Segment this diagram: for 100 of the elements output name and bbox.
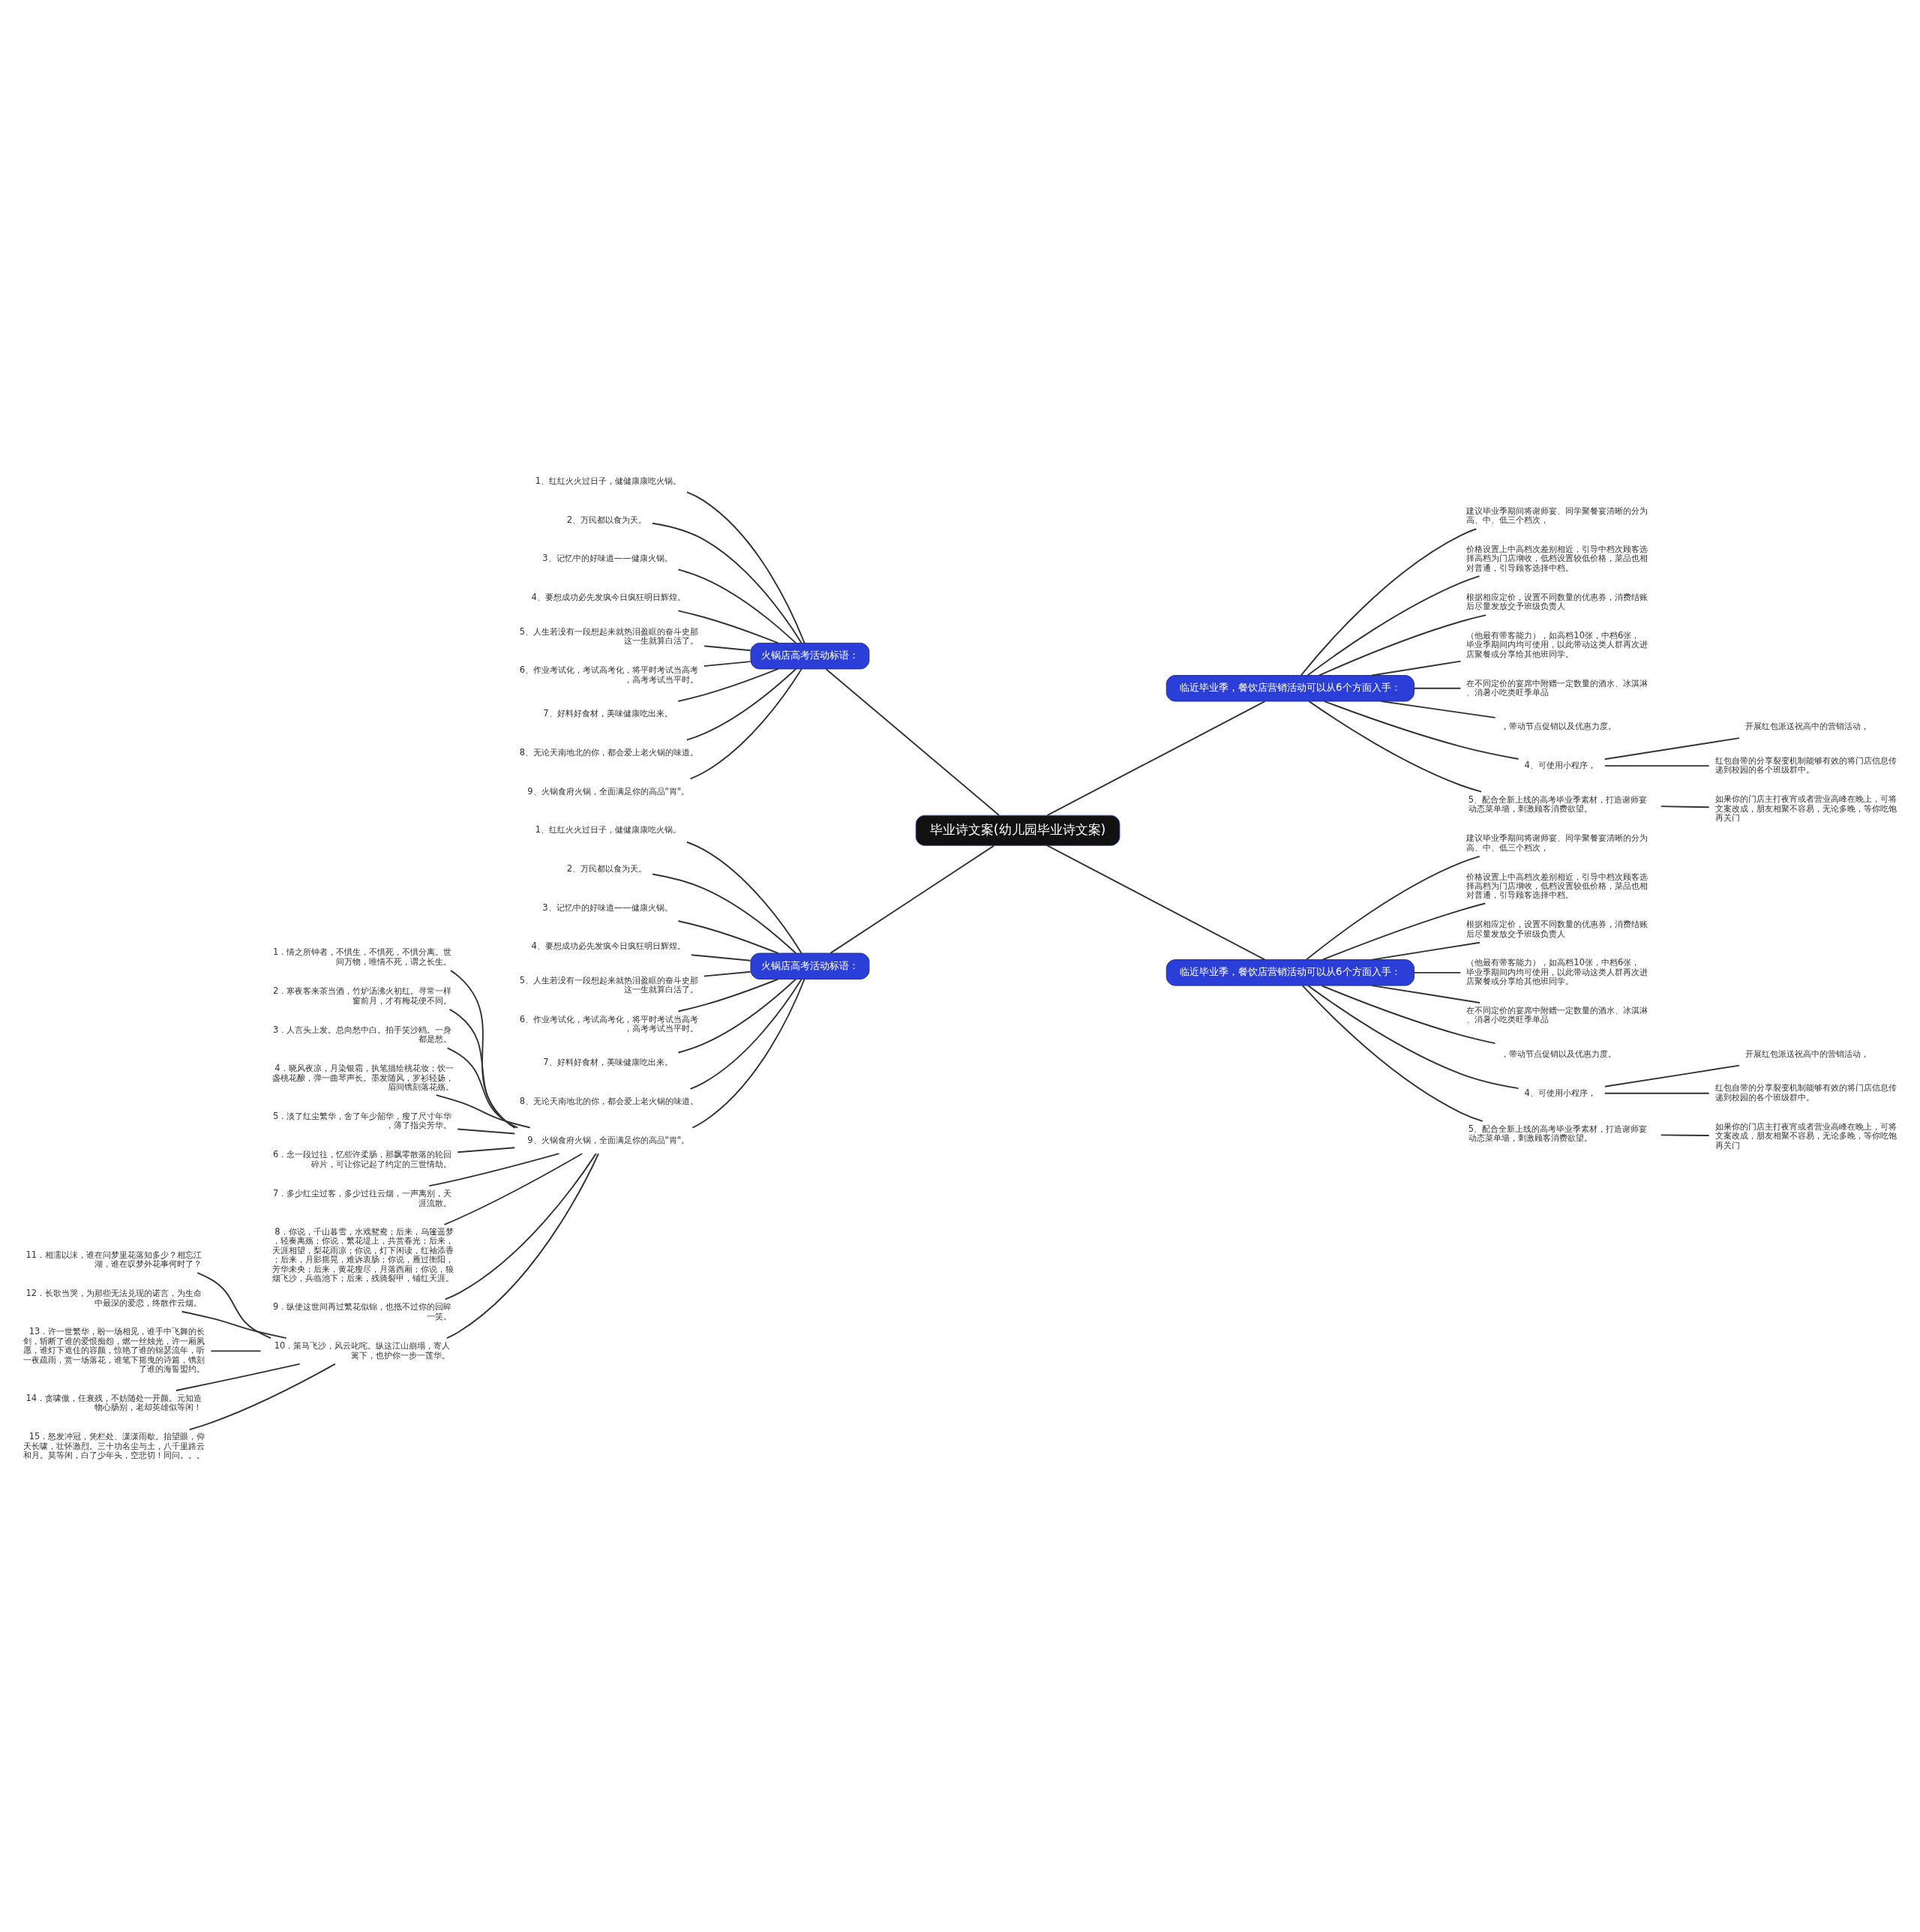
connector <box>1046 844 1266 961</box>
node-text: 15．怒发冲冠，凭栏处、潇潇雨歇。抬望眼，仰天长啸，壮怀激烈。三十功名尘与土，八千里路云和月。莫等闲，白了少年头，空悲切！同问。。。 <box>23 1431 206 1461</box>
connector <box>457 1128 516 1135</box>
node-text: 2、万民都以食为天。 <box>566 862 647 874</box>
node-text: 3、记忆中的好味道——健康火锅。 <box>542 553 673 564</box>
connector <box>830 844 995 954</box>
node-text: ，带动节点促销以及优惠力度。 <box>1501 721 1617 732</box>
connector <box>652 873 797 954</box>
connector <box>677 920 779 954</box>
node-text: 4、可使用小程序， <box>1524 1087 1596 1098</box>
node-text: 1、红红火火过日子，健健康康吃火锅。 <box>535 824 682 836</box>
node-text: 1、红红火火过日子，健健康康吃火锅。 <box>535 476 682 487</box>
connector <box>435 1094 531 1129</box>
node-text: 7、好料好食材，美味健康吃出来。 <box>543 1057 673 1068</box>
node-box: 临近毕业季，餐饮店营销活动可以从6个方面入手： <box>1166 675 1414 702</box>
connector <box>677 978 797 1054</box>
node-text: 根据相应定价，设置不同数量的优惠券，消费结账后尽量发放交予班级负责人 <box>1466 919 1648 939</box>
connector <box>1321 985 1496 1045</box>
connector <box>651 522 802 644</box>
node-text: 6、作业考试化，考试高考化，将平时考试当高考，高考考试当平时。 <box>519 664 699 685</box>
node-text: 在不同定价的宴席中附赠一定数量的酒水、冰淇淋、消暑小吃类旺季单品 <box>1466 677 1648 698</box>
node-text: 5、人生若没有一段想起来就热泪盈眶的奋斗史那这一生就算白活了。 <box>519 626 699 646</box>
connector <box>1323 700 1520 760</box>
connector <box>703 970 752 977</box>
connector <box>690 954 752 962</box>
node-text: 10．策马飞沙，风云叱咤。纵这江山崩塌，寄人篱下，也护你一步一莲华。 <box>274 1340 451 1360</box>
node-text: ，带动节点促销以及优惠力度。 <box>1501 1048 1617 1059</box>
node-box: 毕业诗文案(幼儿园毕业诗文案) <box>915 814 1120 846</box>
connector <box>1046 700 1266 817</box>
connector <box>686 841 802 954</box>
connector <box>677 668 779 702</box>
connector <box>444 1153 597 1300</box>
connector <box>1306 575 1480 676</box>
node-text: 红包自带的分享裂变机制能够有效的将门店信息传递到校园的各个班级群中。 <box>1714 1082 1897 1102</box>
node-text: 如果你的门店主打夜宵或者营业高峰在晚上，可将文案改成，朋友相聚不容易，无论多晚，等你吃饱再关门 <box>1714 1120 1897 1150</box>
connector <box>825 668 1000 816</box>
connector <box>703 645 752 652</box>
node-text: 如果你的门店主打夜宵或者营业高峰在晚上，可将文案改成，朋友相聚不容易，无论多晚，等你吃饱再关门 <box>1714 794 1897 823</box>
connector <box>1306 855 1480 961</box>
connector <box>1371 985 1480 1004</box>
node-text: 7、好料好食材，美味健康吃出来。 <box>543 708 673 719</box>
connector <box>448 1008 517 1129</box>
connector <box>188 1363 336 1431</box>
node-text: 5．淡了红尘繁华，舍了年少韶华，瘦了尺寸年华，薄了指尖芳华。 <box>272 1110 452 1131</box>
node-text: 开展红包派送祝高中的营销活动， <box>1744 1048 1869 1059</box>
connector <box>1318 614 1487 676</box>
node-text: 价格设置上中高档次差别相近，引导中档次顾客选择高档为门店增收，低档设置较低价格，菜品也相对普通，引导顾客选择中档。 <box>1466 871 1648 901</box>
node-text: 在不同定价的宴席中附赠一定数量的酒水、冰淇淋、消暑小吃类旺季单品 <box>1466 1005 1648 1025</box>
node-text: 8．你说，千山暮雪，水戏鸳鸯；后来，乌篷遥梦，轻奏离殇；你说，繁花堤上，共赏春光；后来，天涯相望，梨花雨凉；你说，灯下闲读，红袖添香；后来，月影摇晃，难诉衷肠；你说，雁过衡阳，芳华未央；后来，黄花瘦尽，月落西厢；你说，狼烟飞沙，兵临池下；后来，残骑裂甲，铺红天涯。 <box>272 1226 454 1284</box>
connector <box>1604 737 1740 760</box>
connector <box>446 1153 599 1340</box>
node-text: 4．晓风夜凉，月染银霜，执笔描绘桃花妆；饮一盏桃花酿，弹一曲琴声长。墨发随风，罗衫轻扬，眉间镌刻落花殇。 <box>272 1063 454 1092</box>
node-text: 8、无论天南地北的你，都会爱上老火锅的味道。 <box>519 746 699 758</box>
node-text: 3、记忆中的好味道——健康火锅。 <box>542 902 673 913</box>
node-text: 8、无论天南地北的你，都会爱上老火锅的味道。 <box>519 1096 699 1107</box>
connector <box>686 491 806 644</box>
connector <box>181 1310 287 1340</box>
connector <box>692 978 806 1129</box>
node-box: 临近毕业季，餐饮店营销活动可以从6个方面入手： <box>1166 959 1414 986</box>
connector <box>703 661 752 667</box>
connector <box>1660 1134 1710 1136</box>
node-text: 13．许一世繁华，盼一场相见，谁手中飞舞的长剑，斩断了谁的爱恨痴怨，燃一丝烛光，许一厢夙愿，谁灯下遮住的容颜，惊艳了谁的锦瑟流年，听一夜疏雨，赏一场落花，谁笔下摇曳的诗篇，镌刻了谁的海誓盟约。 <box>23 1326 206 1375</box>
connector <box>1307 985 1520 1090</box>
connector <box>428 1153 560 1187</box>
node-text: 4、要想成功必先发疯今日疯狂明日辉煌。 <box>531 940 686 952</box>
node-text: 12．长歌当哭，为那些无法兑现的诺言，为生命中最深的爱恋，终散作云烟。 <box>26 1288 202 1308</box>
connector <box>443 1153 584 1226</box>
connector <box>446 1047 519 1129</box>
node-text: 14．贪啸傲，任衰残，不妨随处一开颜。元知造物心肠别，老却英雄似等闲！ <box>26 1392 202 1413</box>
node-text: 11．相濡以沫，谁在问梦里花落知多少？相忘江湖，谁在叹梦外花事何时了？ <box>26 1249 202 1269</box>
node-text: 9、火锅食府火锅，全面满足你的高品"胃"。 <box>527 785 690 796</box>
node-text: 5、人生若没有一段想起来就热泪盈眶的奋斗史那这一生就算白活了。 <box>519 974 699 995</box>
node-text: 9、火锅食府火锅，全面满足你的高品"胃"。 <box>527 1134 690 1145</box>
connector <box>1604 1092 1710 1094</box>
connector <box>457 1147 516 1154</box>
node-text: （他最有带客能力），如高档10张，中档6张，毕业季期间内均可使用，以此带动这类人群再次进店聚餐或分享给其他班同学。 <box>1466 629 1648 659</box>
connector <box>1380 700 1496 718</box>
connector <box>1301 985 1484 1122</box>
connector <box>450 970 516 1129</box>
node-text: 价格设置上中高档次差别相近，引导中档次顾客选择高档为门店增收，低档设置较低价格，菜品也相对普通，引导顾客选择中档。 <box>1466 543 1648 573</box>
node-box: 火锅店高考活动标语： <box>750 952 870 980</box>
node-text: 红包自带的分享裂变机制能够有效的将门店信息传递到校园的各个班级群中。 <box>1714 754 1897 776</box>
node-text: 9．纵使这世间再过繁花似锦，也抵不过你的回眸一笑。 <box>272 1301 452 1322</box>
connector <box>175 1363 301 1391</box>
node-text: 3．人言头上发。总向愁中白。拍手笑沙鸥。一身都是愁。 <box>272 1024 452 1045</box>
connector <box>1371 660 1462 676</box>
connector <box>1300 528 1478 676</box>
connector <box>677 978 779 1012</box>
node-text: 根据相应定价，设置不同数量的优惠券，消费结账后尽量发放交予班级负责人 <box>1466 591 1648 612</box>
node-box: 火锅店高考活动标语： <box>750 642 870 670</box>
connector <box>1308 700 1482 793</box>
connector <box>1413 687 1462 689</box>
node-text: （他最有带客能力），如高档10张，中档6张，毕业季期间内均可使用，以此带动这类人群再次进店聚餐或分享给其他班同学。 <box>1466 957 1648 987</box>
node-text: 开展红包派送祝高中的营销活动， <box>1744 721 1869 732</box>
node-text: 1．情之所钟者，不惧生，不惧死，不惧分离。世间万物，唯情不死，谓之长生。 <box>272 946 452 967</box>
connector <box>686 668 797 741</box>
node-text: 2、万民都以食为天。 <box>566 514 647 525</box>
node-text: 5、配合全新上线的高考毕业季素材，打造谢师宴动态菜单墙，刺激顾客消费欲望。 <box>1468 794 1648 814</box>
node-text: 4、要想成功必先发疯今日疯狂明日辉煌。 <box>531 592 686 603</box>
connector <box>196 1272 272 1339</box>
